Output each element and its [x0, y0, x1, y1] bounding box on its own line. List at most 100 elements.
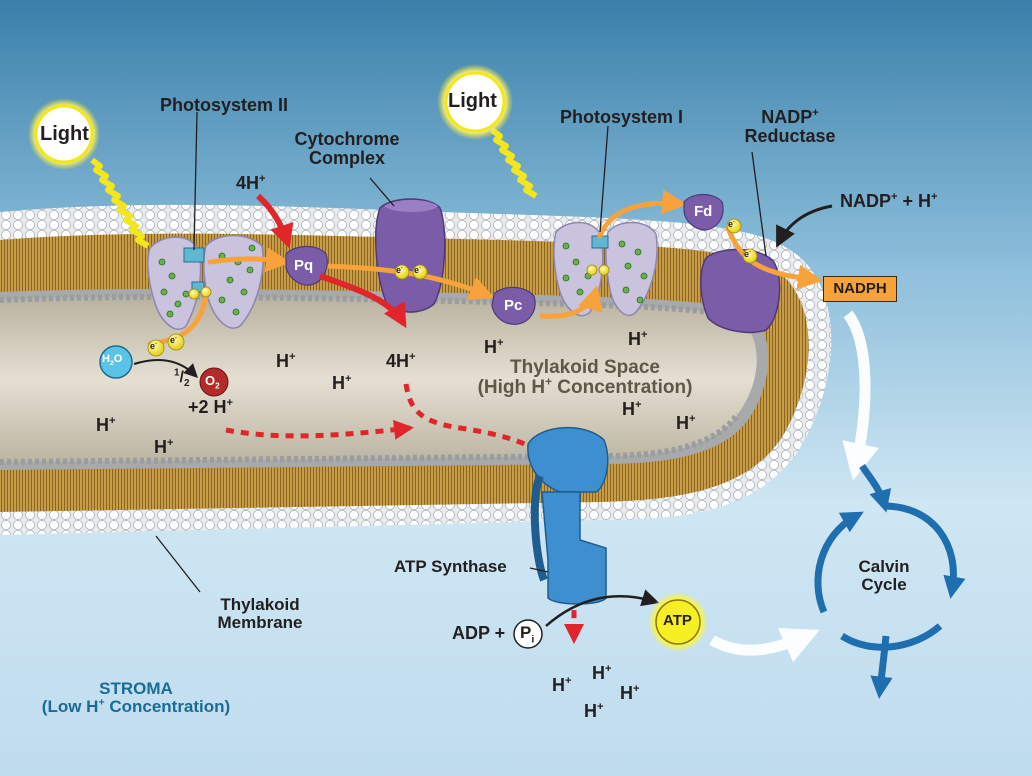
- photosystem-i-label: Photosystem I: [560, 107, 684, 127]
- h-base: H: [676, 413, 689, 433]
- light-ray-2: [437, 64, 538, 199]
- nadp-reductase-line-2: Reductase: [744, 125, 836, 146]
- h-sup: +: [497, 337, 504, 349]
- h-sup: +: [689, 413, 696, 425]
- membrane-line-2: Membrane: [217, 612, 303, 632]
- electron-label: e-: [170, 335, 177, 345]
- h-sup: +: [635, 399, 642, 411]
- water-o: O: [113, 353, 123, 365]
- fd-label: Fd: [694, 203, 713, 220]
- plus-2h-label: +2 H+: [188, 397, 233, 417]
- four-h-top-sup: +: [259, 173, 266, 185]
- light-label-2: Light: [448, 90, 497, 112]
- h-ion: H+: [676, 413, 696, 433]
- h-base: H: [620, 683, 633, 703]
- nadp-reductase-sup: +: [812, 107, 819, 119]
- h-base: H: [584, 701, 597, 721]
- water-h: H: [102, 353, 110, 365]
- h-sup: +: [605, 663, 612, 675]
- pi-p: P: [520, 623, 532, 642]
- half-num: 1: [174, 367, 180, 379]
- nadp-reductase-label: NADP+ Reductase: [720, 107, 860, 146]
- membrane-line-1: Thylakoid: [220, 595, 300, 614]
- nadp-in-base: NADP: [840, 191, 892, 211]
- o2-sub: 2: [215, 381, 220, 391]
- nadp-reductase-nadp: NADP: [761, 107, 813, 127]
- h-ion: H+: [154, 437, 174, 457]
- plus-2h-base: +2 H: [188, 397, 227, 417]
- pi-label: Pi: [520, 623, 535, 646]
- o2-o: O: [205, 373, 216, 388]
- calvin-line-1: Calvin: [858, 557, 910, 576]
- pc-protein-shape: [491, 286, 536, 325]
- atp-synthase-shape: [527, 427, 609, 605]
- stroma-low: (Low H: [41, 696, 99, 716]
- nadp-reductase-shape: [700, 248, 781, 334]
- light-label-1: Light: [40, 123, 89, 145]
- nadph-to-calvin-arrow: [842, 310, 879, 481]
- proton-gradient-arrow: [225, 419, 414, 440]
- calvin-line-2: Cycle: [861, 574, 907, 594]
- h-sup: +: [597, 701, 604, 713]
- h-base: H: [592, 663, 605, 683]
- adp-text: ADP +: [452, 623, 506, 643]
- four-h-plus-top: 4H+: [236, 173, 266, 193]
- h-sup: +: [289, 351, 296, 363]
- electron-label: e-: [728, 219, 735, 229]
- four-h-mid-sup: +: [409, 351, 416, 363]
- nadp-in-sup: +: [891, 191, 898, 203]
- electron-label: e-: [150, 341, 157, 351]
- stroma-label: STROMA (Low H+ Concentration): [6, 680, 266, 716]
- water-label: H2O: [102, 353, 123, 368]
- e-base: e: [150, 341, 156, 351]
- h-ion: H+: [332, 373, 352, 393]
- e-sup: -: [175, 335, 177, 341]
- half-label: 1/2: [174, 367, 190, 390]
- h-ion: H+: [628, 329, 648, 349]
- fd-protein-shape: [683, 193, 724, 231]
- cytochrome-complex-label: Cytochrome Complex: [282, 130, 412, 168]
- e-sup: -: [749, 249, 751, 255]
- photosystem-ii-label: Photosystem II: [160, 95, 289, 115]
- h-sup: +: [345, 373, 352, 385]
- h-base: H: [332, 373, 345, 393]
- atp-label: ATP: [663, 612, 692, 629]
- electron-label: e-: [414, 265, 421, 275]
- leader-lines: [155, 111, 767, 593]
- h-ion: H+: [592, 663, 612, 683]
- h-base: H: [96, 415, 109, 435]
- thylakoid-space-high: (High H: [477, 376, 546, 398]
- atp-synthase-label: ATP Synthase: [394, 557, 507, 576]
- pi-sub: i: [531, 633, 535, 646]
- half-den: 2: [183, 378, 190, 390]
- water-sub: 2: [109, 360, 114, 368]
- h-ion: H+: [584, 701, 604, 721]
- h-sup: +: [109, 415, 116, 427]
- pi-circle: [513, 619, 543, 649]
- pq-label: Pq: [294, 257, 314, 274]
- pq-protein-shape: [285, 245, 328, 286]
- four-h-mid-base: 4H: [386, 351, 410, 371]
- thylakoid-space-label: Thylakoid Space (High H+ Concentration): [450, 358, 720, 398]
- cytochrome-top-highlight: [384, 200, 438, 212]
- h-base: H: [154, 437, 167, 457]
- stroma-conc: Concentration): [104, 696, 231, 716]
- e-sup: -: [401, 265, 403, 271]
- thylakoid-space-sup: +: [545, 375, 553, 389]
- atp-circle: [655, 599, 701, 645]
- nadp-in-h-sup: +: [931, 191, 938, 203]
- h-base: H: [484, 337, 497, 357]
- nadp-in-plus-h: + H: [897, 191, 932, 211]
- h-ion: H+: [96, 415, 116, 435]
- e-sup: -: [733, 219, 735, 225]
- stroma-title: STROMA: [99, 679, 173, 698]
- h-base: H: [628, 329, 641, 349]
- e-base: e: [396, 265, 402, 275]
- h-ion: H+: [552, 675, 572, 695]
- cytochrome-line-2: Complex: [308, 147, 386, 168]
- h-ion: H+: [622, 399, 642, 419]
- h-sup: +: [641, 329, 648, 341]
- h-base: H: [622, 399, 635, 419]
